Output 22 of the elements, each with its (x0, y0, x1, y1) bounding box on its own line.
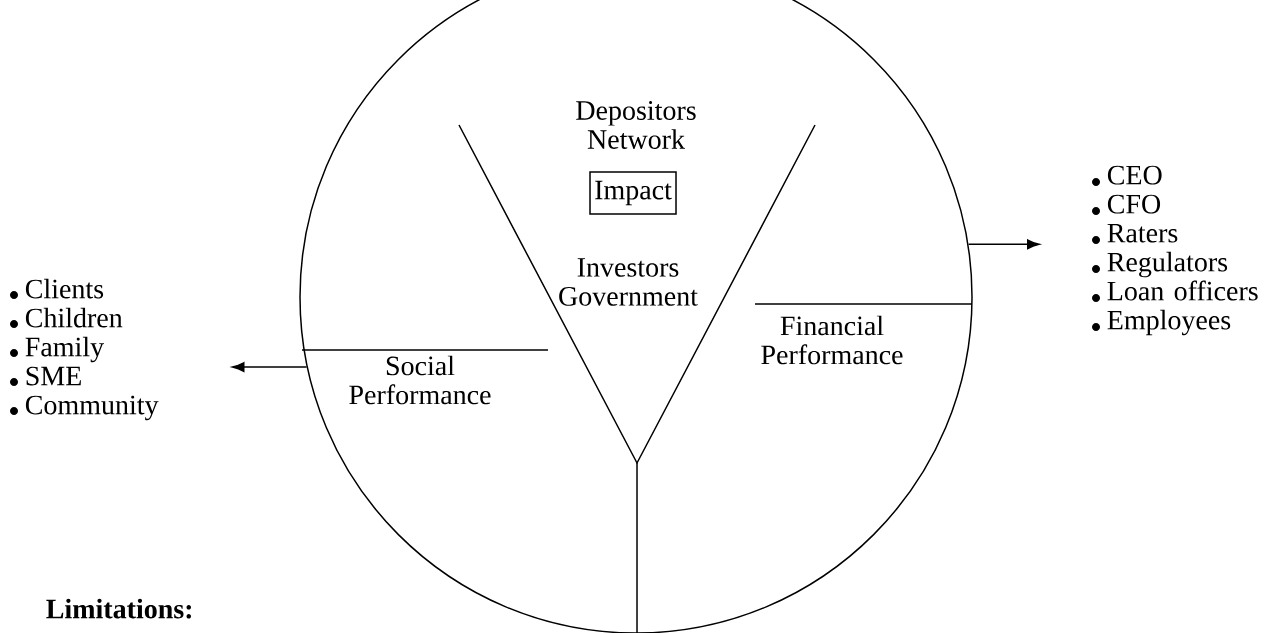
bullet-list: Clients Children Family SME Community (10, 278, 159, 421)
sector-label: Financial Performance (761, 315, 903, 365)
node-label: Loan officers (1107, 280, 1258, 301)
heading: Limitations: (46, 598, 192, 619)
node-label: Family (25, 336, 104, 363)
impact-box: Impact (589, 171, 677, 215)
node-label: SME (26, 366, 81, 386)
node-label: Regulators (1107, 251, 1228, 278)
node-label: Community (25, 395, 159, 421)
sector-label: Social Performance (349, 355, 491, 405)
arrow (231, 362, 308, 372)
bullet-list: CEO CFO Raters Regulators Loan officers Employees (1092, 165, 1258, 336)
node-label: Clients (25, 278, 104, 299)
node-label: CFO (1107, 194, 1161, 214)
circle-diagram (299, 0, 973, 633)
sector-text: Investors Government (559, 258, 698, 306)
node-label: Children (25, 307, 123, 328)
sector-text: Depositors Network (576, 101, 696, 149)
arrow (967, 239, 1040, 250)
node-label: Employees (1107, 309, 1231, 336)
node-label: CEO (1107, 165, 1162, 185)
node-label: Raters (1107, 223, 1178, 243)
